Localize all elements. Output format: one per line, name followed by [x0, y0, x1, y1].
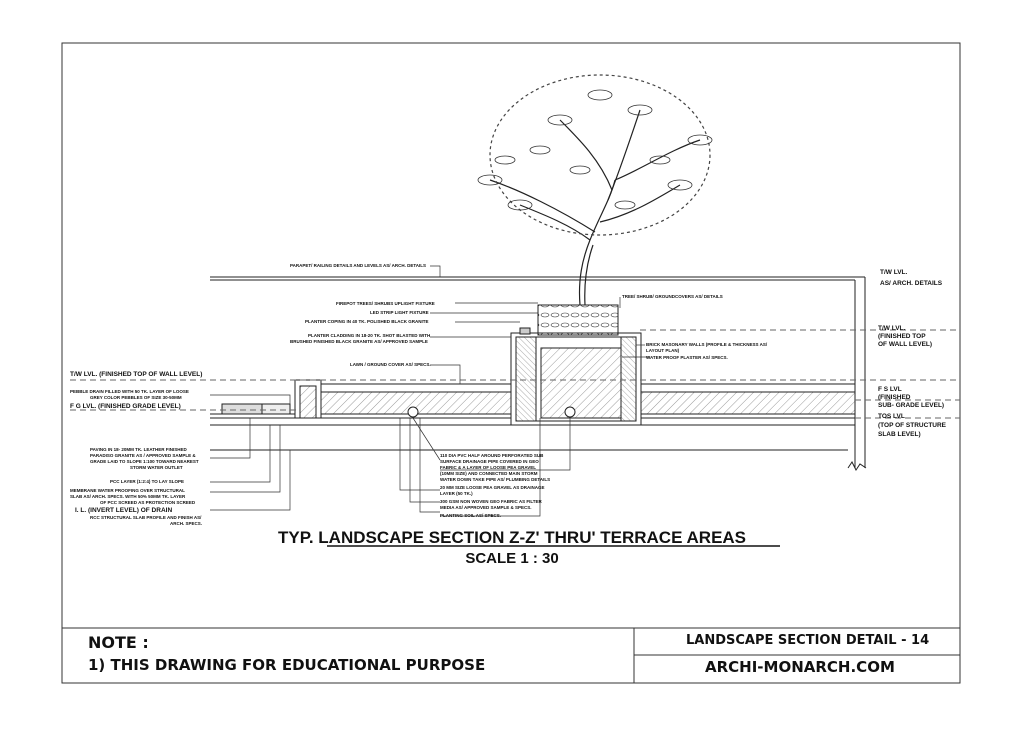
- label-waterproof-planter: WATER PROOF PLASTER AS/ SPECS.: [646, 355, 728, 360]
- label-pipe-2: SURFACE DRAINAGE PIPE COVERED IN GEO: [440, 459, 539, 464]
- note-heading: NOTE :: [88, 633, 149, 652]
- label-parapet: PARAPET/ RAILING DETAILS AND LEVELS AS/ …: [290, 263, 426, 268]
- label-pipe-1: 110 DIA PVC HALF AROUND PERFORATED SUB: [440, 453, 544, 458]
- label-membrane-2: SLAB AS/ ARCH. SPECS. WITH 50% 50MM TK. …: [70, 494, 186, 499]
- label-brick-1: BRICK MASONARY WALLS (PROFILE & THICKNES…: [646, 342, 768, 347]
- label-tw-fin-3: OF WALL LEVEL): [878, 341, 932, 348]
- label-membrane-3: OF PCC SCREED AS PROTECTION SCREED: [100, 500, 196, 505]
- label-tos-2: (TOP OF STRUCTURE: [878, 422, 947, 429]
- label-membrane-1: MEMBRANE WATER PROOFING OVER STRUCTURAL: [70, 488, 185, 493]
- label-gravel-2: LAYER (50 TK.): [440, 491, 473, 496]
- label-planting-soil: PLANTING SOIL AS/ SPECS.: [440, 513, 501, 518]
- label-pipe-4: (10MM SIZE) AND CONNECTED MAIN STORM: [440, 471, 538, 476]
- label-tw-right-1: T/W LVL.: [880, 269, 908, 276]
- sheet-title: LANDSCAPE SECTION DETAIL - 14: [686, 633, 930, 648]
- label-tw-fin-1: T/W LVL.: [878, 325, 906, 332]
- label-fs-1: F S LVL: [878, 386, 902, 393]
- label-lawn: LAWN / GROUND COVER AS/ SPECS.: [350, 362, 431, 367]
- label-led: LED STRIP LIGHT FIXTURE: [370, 310, 429, 315]
- label-rcc-1: RCC STRUCTURAL SLAB PROFILE AND FINISH A…: [90, 515, 202, 520]
- label-il: I. L. (INVERT LEVEL) OF DRAIN: [75, 507, 172, 514]
- section-geometry: [70, 276, 960, 471]
- label-geo-1: 300 GSM NON WOVEN GEO FABRIC AS FILTER: [440, 499, 543, 504]
- annotation-labels: PARAPET/ RAILING DETAILS AND LEVELS AS/ …: [70, 263, 947, 526]
- label-brick-2: LAYOUT PLAN): [646, 348, 680, 353]
- drawing-title: TYP. LANDSCAPE SECTION Z-Z' THRU' TERRAC…: [277, 528, 747, 547]
- label-fg: F G LVL. (FINISHED GRADE LEVEL): [70, 403, 181, 410]
- label-tos-1: TOS LVL: [878, 413, 905, 420]
- label-firepot: FIREPOT TREES/ SHRUBS UPLIGHT FIXTURE: [336, 301, 435, 306]
- label-cladding-1: PLANTER CLADDING IN 18-20 TK. SHOT BLAST…: [308, 333, 430, 338]
- drawing-scale: SCALE 1 : 30: [465, 550, 559, 567]
- label-coping: PLANTER COPING IN 40 TK. POLISHED BLACK …: [305, 319, 429, 324]
- label-tw-left: T/W LVL. (FINISHED TOP OF WALL LEVEL): [70, 371, 202, 378]
- label-paving-4: STORM WATER OUTLET: [130, 465, 183, 470]
- label-pipe-5: WATER DOWN TAKE PIPE AS/ PLUMBING DETAIL…: [440, 477, 550, 482]
- label-pipe-3: FABRIC & A LAYER OF LOOSE PEA GRAVEL: [440, 465, 536, 470]
- note-text: 1) THIS DRAWING FOR EDUCATIONAL PURPOSE: [88, 656, 486, 674]
- label-pebble-2: GREY COLOR PEBBLES OF SIZE 30-50MM: [90, 395, 182, 400]
- label-rcc-2: ARCH. SPECS.: [170, 521, 202, 526]
- label-tw-fin-2: (FINISHED TOP: [878, 333, 926, 340]
- label-paving-2: PARADISO GRANITE AS / APPROVED SAMPLE &: [90, 453, 196, 458]
- label-fs-2: (FINISHED: [878, 394, 911, 401]
- label-tos-3: SLAB LEVEL): [878, 431, 921, 438]
- label-pcc: PCC LAYER (1:2:4) TO LAY SLOPE: [110, 479, 184, 484]
- sheet-border: [61, 42, 961, 684]
- label-pebble-1: PEBBLE DRAIN FILLED WITH 50 TK. LAYER OF…: [70, 389, 189, 394]
- label-gravel-1: 20 MM SIZE LOOSE PEA GRAVEL AS DRAINAGE: [440, 485, 545, 490]
- label-paving-3: GRADE LAID TO SLOPE 1:100 TOWARD NEAREST: [90, 459, 199, 464]
- label-cladding-2: BRUSHED FINISHED BLACK GRANITE AS/ APPRO…: [290, 339, 428, 344]
- label-tw-right-2: AS/ ARCH. DETAILS: [880, 280, 943, 287]
- website: ARCHI-MONARCH.COM: [705, 658, 895, 676]
- label-fs-3: SUB- GRADE LEVEL): [878, 402, 944, 409]
- leader-lines: [210, 265, 650, 517]
- label-geo-2: MEDIA AS/ APPROVED SAMPLE & SPECS.: [440, 505, 532, 510]
- label-paving-1: PAVING IN 18- 20MM TK. LEATHER FINISHED: [90, 447, 188, 452]
- label-tree: TREE/ SHRUB/ GROUNDCOVERS AS/ DETAILS: [622, 294, 723, 299]
- tree-icon: [477, 74, 713, 306]
